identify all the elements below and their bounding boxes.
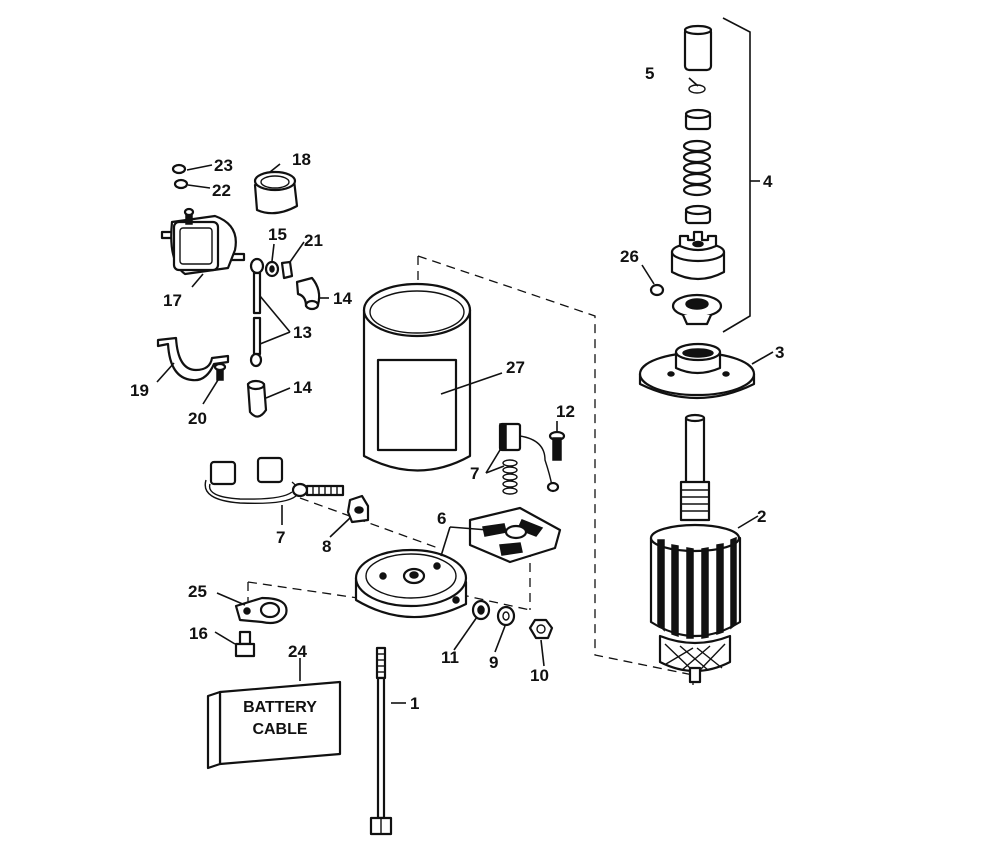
callout-12: 12 — [556, 402, 575, 421]
cable-13 — [249, 257, 265, 368]
callout-27: 27 — [506, 358, 525, 377]
brush-plate — [468, 506, 562, 564]
washer-22 — [173, 178, 189, 190]
battery-cable-line1: BATTERY — [243, 699, 317, 716]
callout-11: 11 — [441, 648, 459, 667]
callout-13: 13 — [293, 323, 312, 342]
drive-spacer-lower — [684, 204, 712, 225]
callout-15: 15 — [268, 225, 287, 244]
callout-9: 9 — [489, 653, 498, 672]
callout-14-upper: 14 — [333, 289, 352, 308]
callout-17: 17 — [163, 291, 182, 310]
drive-pinion-gear — [670, 230, 726, 281]
brush-springs — [502, 459, 518, 495]
starter-frame-housing — [362, 282, 472, 472]
callout-24: 24 — [288, 642, 307, 661]
callout-23: 23 — [214, 156, 233, 175]
drive-spring — [682, 139, 712, 197]
brush-holder-left — [204, 456, 345, 505]
leader-lines — [156, 77, 774, 704]
callout-21: 21 — [304, 231, 323, 250]
callout-7-right: 7 — [470, 464, 479, 483]
screw-20 — [213, 362, 227, 381]
callout-22: 22 — [212, 181, 231, 200]
callout-26: 26 — [620, 247, 639, 266]
drive-spacer-upper — [684, 108, 712, 131]
armature — [649, 413, 742, 684]
boot-18 — [253, 170, 299, 215]
callout-16: 16 — [189, 624, 208, 643]
callout-1: 1 — [410, 694, 419, 713]
callout-2: 2 — [757, 507, 766, 526]
boot-14-upper — [295, 276, 321, 311]
brush-lead-wire — [519, 435, 560, 493]
through-bolt — [369, 646, 393, 836]
callout-4: 4 — [763, 172, 773, 191]
nut-23 — [171, 163, 187, 175]
battery-cable-line2: CABLE — [252, 721, 307, 738]
retaining-ring — [688, 84, 706, 94]
nut-21 — [280, 260, 294, 280]
battery-cable-tag: BATTERY CABLE — [206, 680, 342, 770]
callout-19: 19 — [130, 381, 149, 400]
drive-base-washer — [671, 293, 723, 326]
callout-6: 6 — [437, 509, 446, 528]
boot-14-lower — [246, 379, 268, 418]
nut-10 — [528, 618, 554, 640]
callout-3: 3 — [775, 343, 784, 362]
drive-stop-nut — [683, 24, 713, 72]
callout-18: 18 — [292, 150, 311, 169]
screw-16 — [234, 630, 256, 658]
washer-11 — [471, 599, 491, 621]
callout-7-left: 7 — [276, 528, 285, 547]
washer-9 — [496, 605, 516, 627]
screw-12 — [548, 430, 566, 461]
callout-5: 5 — [645, 64, 654, 83]
small-nut-26 — [649, 283, 665, 297]
callout-25: 25 — [188, 582, 207, 601]
terminal-8 — [346, 494, 370, 524]
solenoid — [160, 207, 246, 276]
callout-20: 20 — [188, 409, 207, 428]
callout-14-lower: 14 — [293, 378, 312, 397]
armature-windings — [657, 536, 737, 639]
cable-clamp-25 — [234, 596, 288, 625]
part-4-bracket — [722, 17, 760, 333]
drive-end-cap — [638, 342, 756, 400]
washer-15 — [264, 260, 280, 278]
callout-8: 8 — [322, 537, 331, 556]
callout-labels: 1 2 3 4 5 6 7 7 8 9 10 11 12 13 14 14 15… — [130, 64, 784, 713]
callout-10: 10 — [530, 666, 549, 685]
clip-19 — [156, 336, 230, 382]
brush-right — [498, 422, 522, 452]
commutator-end-cap — [354, 548, 468, 619]
